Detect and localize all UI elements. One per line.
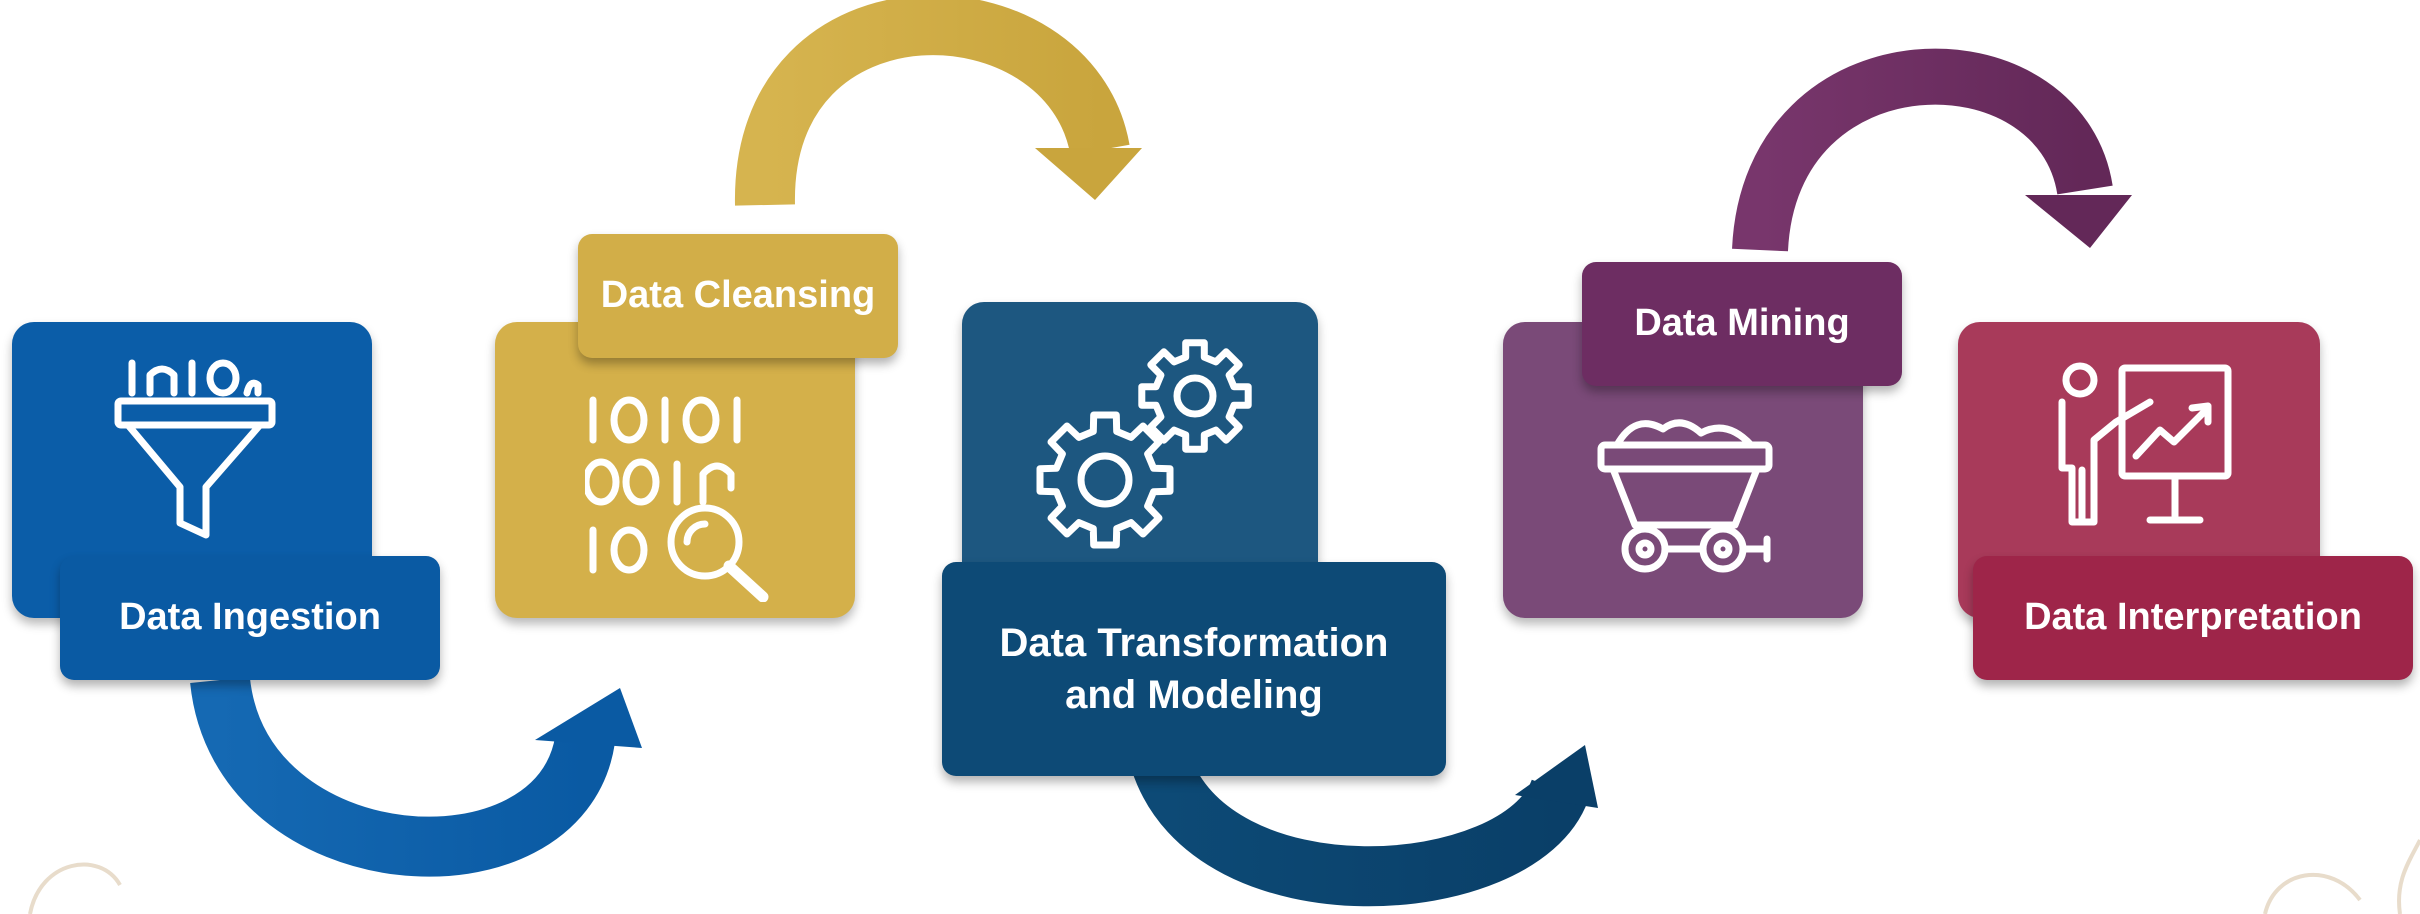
step-label-data-ingestion: Data Ingestion	[60, 556, 440, 680]
gears-icon	[1036, 339, 1252, 549]
step-label-data-mining: Data Mining	[1582, 262, 1902, 386]
arrow-transformation-to-mining	[1131, 745, 1598, 907]
decorative-swirl-right	[2263, 839, 2420, 914]
arrow-cleansing-to-transformation	[734, 0, 1142, 206]
binary-search-icon	[585, 396, 769, 602]
presenter-chart-icon	[2058, 362, 2232, 526]
arrow-mining-to-interpretation	[1732, 48, 2132, 253]
arrow-ingestion-to-cleansing	[190, 675, 642, 877]
mine-cart-icon	[1597, 419, 1773, 573]
funnel-data-icon	[114, 359, 276, 539]
step-label-data-transformation: Data Transformation and Modeling	[942, 562, 1446, 776]
step-label-data-cleansing: Data Cleansing	[578, 234, 898, 358]
step-label-data-interpretation: Data Interpretation	[1973, 556, 2413, 680]
decorative-swirl-left	[28, 862, 122, 914]
